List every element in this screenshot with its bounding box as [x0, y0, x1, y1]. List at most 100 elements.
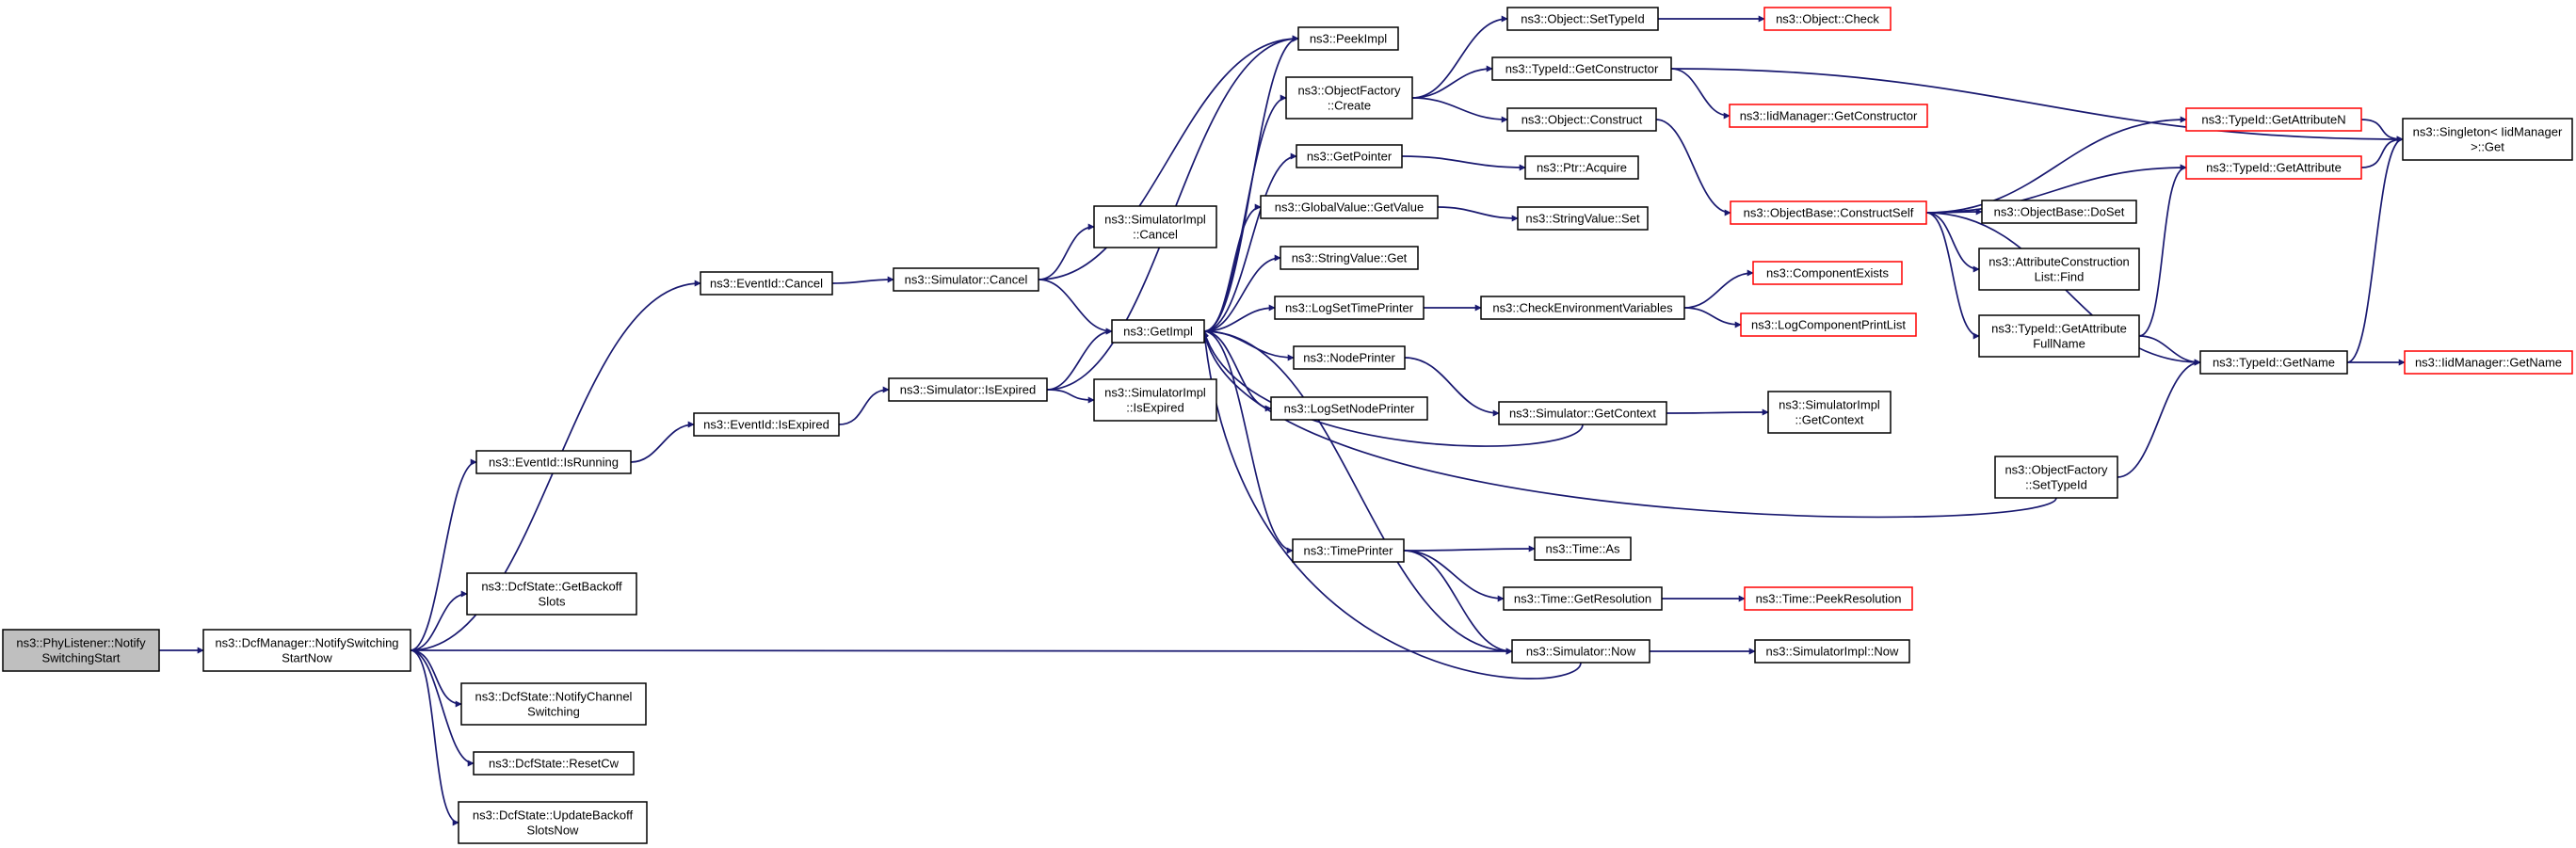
node-time-getresolution[interactable]: ns3::Time::GetResolution: [1503, 586, 1663, 611]
edge-dcfmanager-to-dcf-getbackoff: [410, 590, 468, 651]
node-label: ns3::Object::SetTypeId: [1521, 12, 1645, 26]
node-box: [1763, 7, 1892, 31]
node-timeprinter[interactable]: ns3::TimePrinter: [1292, 538, 1405, 563]
node-objbase-constructself[interactable]: ns3::ObjectBase::ConstructSelf: [1730, 200, 1927, 225]
node-sim-isexpired[interactable]: ns3::Simulator::IsExpired: [888, 377, 1048, 402]
edge-sim-cancel-to-getimpl: [1038, 279, 1113, 335]
node-label: ns3::GlobalValue::GetValue: [1275, 200, 1425, 215]
edge: [1046, 328, 1113, 391]
node-stringvalue-set[interactable]: ns3::StringValue::Set: [1517, 206, 1649, 231]
node-box: [460, 682, 647, 726]
node-box: [1506, 7, 1659, 31]
node-label: ns3::EventId::IsExpired: [703, 418, 829, 432]
edge-sim-cancel-to-peekimpl: [1038, 35, 1299, 280]
edge: [1038, 223, 1095, 280]
node-globalvalue-getvalue[interactable]: ns3::GlobalValue::GetValue: [1260, 195, 1439, 219]
node-logsettimeprinter[interactable]: ns3::LogSetTimePrinter: [1274, 296, 1425, 320]
edge-sim-getcontext-to-getimpl: [1202, 330, 1584, 447]
node-box: [1280, 246, 1419, 270]
node-label: ns3::TypeId::GetConstructor: [1505, 62, 1659, 76]
node-eventid-isrunning[interactable]: ns3::EventId::IsRunning: [475, 450, 632, 474]
node-label: ns3::CheckEnvironmentVariables: [1492, 301, 1673, 315]
node-sim-now[interactable]: ns3::Simulator::Now: [1511, 639, 1650, 664]
node-typeid-getattribute[interactable]: ns3::TypeId::GetAttribute: [2185, 155, 2362, 180]
node-box: [2404, 350, 2573, 375]
node-logcomponentprintlist[interactable]: ns3::LogComponentPrintList: [1740, 312, 1917, 337]
edges-layer: [159, 15, 2406, 826]
node-label: ns3::PhyListener::Notify: [16, 636, 146, 650]
node-object-construct[interactable]: ns3::Object::Construct: [1506, 107, 1657, 132]
node-typeid-getname[interactable]: ns3::TypeId::GetName: [2199, 350, 2348, 375]
node-box: [1981, 200, 2137, 224]
node-typeid-getconstructor[interactable]: ns3::TypeId::GetConstructor: [1491, 56, 1672, 81]
node-label: ns3::ObjectBase::ConstructSelf: [1744, 206, 1914, 220]
edge-globalvalue-getvalue-to-stringvalue-set: [1437, 206, 1519, 222]
edge: [1411, 15, 1508, 99]
edge: [1670, 68, 2404, 143]
node-dcf-resetcw[interactable]: ns3::DcfState::ResetCw: [473, 751, 635, 776]
node-simimpl-cancel[interactable]: ns3::SimulatorImpl::Cancel: [1093, 205, 1217, 248]
edge-typeid-getname-to-singleton-get: [2346, 136, 2404, 363]
node-label: ns3::DcfManager::NotifySwitching: [215, 636, 398, 650]
node-logsetnodeprinter[interactable]: ns3::LogSetNodePrinter: [1270, 396, 1428, 421]
node-time-peekresolution[interactable]: ns3::Time::PeekResolution: [1744, 586, 1913, 611]
node-simimpl-now[interactable]: ns3::SimulatorImpl::Now: [1754, 639, 1910, 664]
edge-sim-isexpired-to-getimpl: [1046, 328, 1113, 391]
edge-dcfmanager-to-dcf-notifychannel: [410, 649, 462, 708]
edge-objbase-constructself-to-attrconstruction-find: [1925, 212, 1980, 273]
node-label: ns3::Time::PeekResolution: [1756, 592, 1902, 606]
node-label: ns3::StringValue::Get: [1292, 251, 1408, 265]
node-objfactory-create[interactable]: ns3::ObjectFactory::Create: [1285, 76, 1413, 120]
node-peekimpl[interactable]: ns3::PeekImpl: [1297, 26, 1399, 51]
node-object-check[interactable]: ns3::Object::Check: [1763, 7, 1892, 31]
edge: [410, 649, 459, 826]
node-iidmgr-getconstructor[interactable]: ns3::IidManager::GetConstructor: [1729, 104, 1928, 128]
node-getimpl[interactable]: ns3::GetImpl: [1111, 319, 1205, 344]
node-time-as[interactable]: ns3::Time::As: [1534, 536, 1632, 561]
node-check-env[interactable]: ns3::CheckEnvironmentVariables: [1480, 296, 1685, 320]
edge-objfactory-settypeid-to-typeid-getname: [2117, 359, 2201, 478]
node-stringvalue-get[interactable]: ns3::StringValue::Get: [1280, 246, 1419, 270]
edge: [1203, 203, 1262, 332]
edge-getpointer-to-ptr-acquire: [1401, 155, 1526, 171]
edge: [1203, 152, 1297, 332]
node-nodeprinter[interactable]: ns3::NodePrinter: [1293, 345, 1406, 370]
node-singleton-get[interactable]: ns3::Singleton< IidManager >::Get: [2402, 118, 2573, 161]
node-iidmgr-getname[interactable]: ns3::IidManager::GetName: [2404, 350, 2573, 375]
edge-dcfmanager-to-dcf-resetcw: [410, 649, 475, 767]
node-getpointer[interactable]: ns3::GetPointer: [1296, 144, 1403, 168]
node-simimpl-getcontext[interactable]: ns3::SimulatorImpl::GetContext: [1767, 391, 1892, 434]
node-label: ns3::LogSetTimePrinter: [1285, 301, 1414, 315]
node-label: StartNow: [282, 651, 332, 665]
node-sim-getcontext[interactable]: ns3::Simulator::GetContext: [1498, 401, 1667, 425]
node-box: [2402, 118, 2573, 161]
node-objbase-doset[interactable]: ns3::ObjectBase::DoSet: [1981, 200, 2137, 224]
node-object-settypeid[interactable]: ns3::Object::SetTypeId: [1506, 7, 1659, 31]
edge-objfactory-settypeid-to-getimpl: [1201, 330, 2057, 519]
node-label: ns3::TypeId::GetAttribute: [1991, 322, 2127, 336]
node-label: ns3::StringValue::Set: [1525, 212, 1640, 226]
edge: [1038, 35, 1299, 280]
edge: [2360, 136, 2404, 168]
edge: [1038, 279, 1113, 335]
edge: [1404, 357, 1500, 417]
edge: [1203, 330, 1294, 554]
node-sim-cancel[interactable]: ns3::Simulator::Cancel: [893, 267, 1039, 292]
edge: [1403, 550, 1513, 655]
node-typeid-getattributen[interactable]: ns3::TypeId::GetAttributeN: [2185, 107, 2362, 132]
node-ptr-acquire[interactable]: ns3::Ptr::Acquire: [1524, 155, 1639, 180]
node-simimpl-isexpired[interactable]: ns3::SimulatorImpl::IsExpired: [1093, 378, 1217, 422]
node-componentexists[interactable]: ns3::ComponentExists: [1752, 261, 1903, 285]
edge-sim-cancel-to-simimpl-cancel: [1038, 223, 1095, 280]
node-eventid-isexpired[interactable]: ns3::EventId::IsExpired: [693, 412, 840, 437]
edge: [1202, 330, 1584, 447]
node-objfactory-settypeid[interactable]: ns3::ObjectFactory::SetTypeId: [1994, 456, 2118, 499]
node-eventid-cancel[interactable]: ns3::EventId::Cancel: [700, 271, 833, 296]
